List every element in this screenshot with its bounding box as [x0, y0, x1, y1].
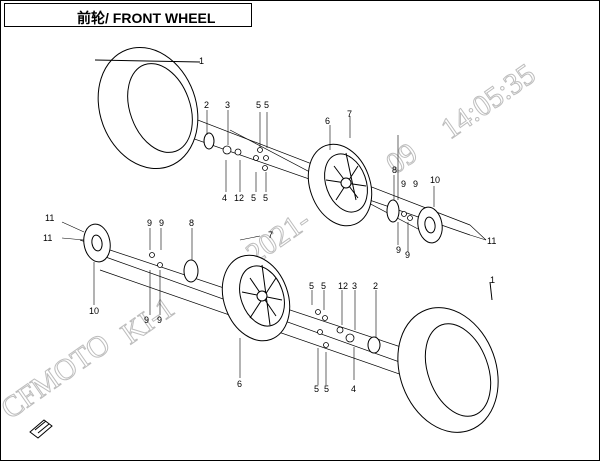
- callout-1: 1: [199, 56, 204, 66]
- callout-5: 5: [324, 384, 329, 394]
- callout-4: 4: [351, 384, 356, 394]
- watermark-day: 09: [380, 136, 424, 180]
- watermark-brand: CFMOTO: [0, 327, 116, 425]
- page-title: 前轮/ FRONT WHEEL: [77, 10, 216, 26]
- callout-5: 5: [263, 193, 268, 203]
- callout-6: 6: [237, 379, 242, 389]
- tire-lower: [397, 281, 499, 433]
- hub-cap-upper: [203, 132, 215, 150]
- callout-9: 9: [401, 179, 406, 189]
- callout-5: 5: [309, 281, 314, 291]
- callout-9: 9: [396, 245, 401, 255]
- rim-lower: [221, 254, 291, 342]
- callout-4: 4: [222, 193, 227, 203]
- callout-9: 9: [147, 218, 152, 228]
- hub-cap-lower: [367, 336, 381, 354]
- callout-2: 2: [373, 281, 378, 291]
- title-box: 前轮/ FRONT WHEEL: [4, 3, 252, 27]
- callout-5: 5: [314, 384, 319, 394]
- fasteners: [149, 145, 413, 348]
- callout-9: 9: [159, 218, 164, 228]
- callout-8: 8: [392, 165, 397, 175]
- callout-7: 7: [268, 230, 273, 240]
- callout-3: 3: [225, 100, 230, 110]
- rim-upper: [307, 143, 373, 227]
- callout-5: 5: [321, 281, 326, 291]
- callout-8: 8: [189, 218, 194, 228]
- callout-6: 6: [325, 116, 330, 126]
- callout-9: 9: [405, 250, 410, 260]
- tire-upper: [94, 46, 201, 170]
- watermark-time: 14:05:35: [435, 58, 541, 146]
- callout-3: 3: [352, 281, 357, 291]
- callout-5: 5: [251, 193, 256, 203]
- callout-labels: 1 1 2 2 3 3 4 4 5 5 5 5 5 5 5 5 6 6 7 7 …: [43, 56, 496, 394]
- callout-10: 10: [430, 175, 440, 185]
- callout-12: 12: [338, 281, 348, 291]
- leader-lines: [61, 110, 487, 385]
- arrow-page-icon: [29, 419, 53, 439]
- callout-11: 11: [43, 233, 52, 243]
- callout-12: 12: [234, 193, 244, 203]
- callout-9: 9: [157, 315, 162, 325]
- callout-10: 10: [89, 306, 99, 316]
- callout-11: 11: [45, 213, 54, 223]
- hub-lower: [183, 259, 199, 283]
- callout-9: 9: [144, 315, 149, 325]
- callout-5: 5: [264, 100, 269, 110]
- callout-1: 1: [490, 275, 495, 285]
- callout-7: 7: [347, 109, 352, 119]
- callout-11: 11: [487, 236, 496, 246]
- callout-9: 9: [413, 179, 418, 189]
- brake-disc-upper: [417, 206, 443, 244]
- hub-upper: [386, 199, 400, 223]
- brake-disc-lower: [83, 223, 111, 263]
- callout-5: 5: [256, 100, 261, 110]
- callout-2: 2: [204, 100, 209, 110]
